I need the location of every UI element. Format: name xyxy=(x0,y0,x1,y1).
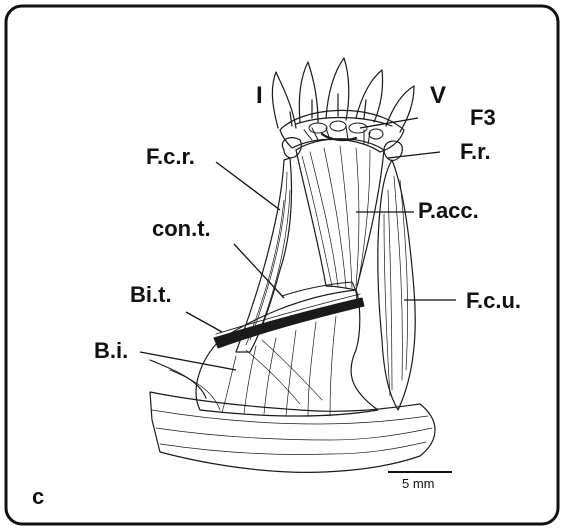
label-fcr: F.c.r. xyxy=(146,146,195,168)
scale-bar-label: 5 mm xyxy=(402,476,435,491)
label-fr: F.r. xyxy=(460,141,491,163)
label-bit: Bi.t. xyxy=(130,284,172,306)
panel-letter: c xyxy=(32,486,44,508)
digit-label-last: V xyxy=(430,84,446,108)
label-f3: F3 xyxy=(470,107,496,129)
label-bi: B.i. xyxy=(94,340,128,362)
label-fcu: F.c.u. xyxy=(466,290,521,312)
digit-label-first: I xyxy=(256,84,263,108)
label-pacc: P.acc. xyxy=(418,200,479,222)
label-cont: con.t. xyxy=(152,218,211,240)
